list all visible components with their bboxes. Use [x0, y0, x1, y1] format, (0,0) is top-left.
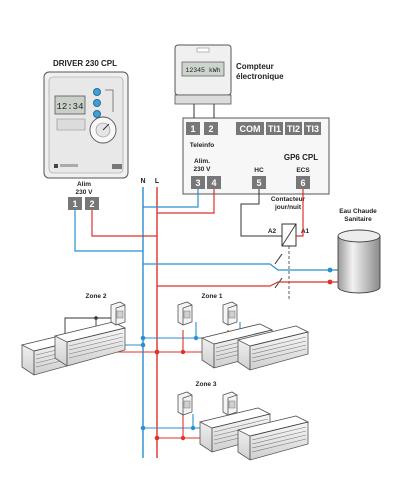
meter-title-1: Compteur: [236, 62, 274, 71]
gp6-terminal-3: 3: [195, 178, 200, 188]
gp6-terminal-5: 5: [256, 178, 261, 188]
water-heater-label-2: Sanitaire: [344, 216, 372, 223]
gp6-terminal-ti2: TI2: [287, 124, 300, 134]
teleinfo-label: Teleinfo: [190, 142, 214, 149]
meter-title-2: électronique: [236, 72, 284, 81]
zone-3-label: Zone 3: [196, 381, 217, 388]
bus-l-label: L: [155, 178, 160, 185]
driver-button-2[interactable]: [93, 99, 101, 107]
gp6-top-terminals: 1 2 COM TI1 TI2 TI3: [186, 122, 321, 135]
contactor-a2-label: A2: [268, 228, 277, 235]
contactor-label-2: jour/nuit: [274, 204, 302, 211]
driver-button-3[interactable]: [93, 110, 101, 118]
zone-1-thermostat-1: [177, 301, 193, 326]
meter-device: 12345 kWh: [174, 44, 232, 105]
meter-display: 12345 kWh: [185, 67, 220, 74]
gp6-ecs-label: ECS: [296, 167, 310, 174]
driver-terminal-2: 2: [89, 199, 94, 209]
gp6-title: GP6 CPL: [284, 153, 318, 162]
gp6-hc-label: HC: [254, 167, 264, 174]
gp6-terminal-4: 4: [211, 178, 216, 188]
gp6-terminal-ti3: TI3: [306, 124, 319, 134]
gp6-alim-label-1: Alim.: [194, 158, 210, 165]
driver-alim-label-1: Alim: [77, 181, 91, 188]
contactor-a1-label: A1: [301, 228, 310, 235]
contactor-label-1: Contacteur: [271, 196, 306, 203]
driver-device: 12:34: [43, 71, 129, 179]
driver-terminal-1: 1: [72, 199, 77, 209]
zone-1-label: Zone 1: [202, 293, 223, 300]
water-heater: [337, 229, 381, 294]
driver-alim-terminals: 1 2: [68, 197, 99, 210]
zone-3-thermostat-1: [177, 391, 193, 416]
gp6-terminal-com: COM: [240, 124, 261, 134]
driver-button-1[interactable]: [93, 88, 101, 96]
gp6-terminal-1: 1: [190, 124, 195, 134]
zone-2-thermostat: [110, 301, 126, 326]
zone-2-label: Zone 2: [86, 293, 107, 300]
driver-title: DRIVER 230 CPL: [53, 59, 117, 68]
gp6-alim-label-2: 230 V: [194, 166, 212, 173]
gp6-terminal-6: 6: [300, 178, 305, 188]
zone-1-thermostat-2: [222, 301, 238, 326]
gp6-terminal-2: 2: [208, 124, 213, 134]
water-heater-label-1: Eau Chaude: [339, 208, 377, 215]
driver-display: 12:34: [56, 102, 83, 112]
gp6-bottom-terminals: 3 4 5 6: [191, 176, 310, 189]
bus-n-label: N: [140, 178, 145, 185]
gp6-terminal-ti1: TI1: [268, 124, 281, 134]
zone-3-thermostat-2: [222, 391, 238, 416]
zone-2-radiator-2: [54, 321, 126, 367]
driver-alim-label-2: 230 V: [76, 189, 94, 196]
